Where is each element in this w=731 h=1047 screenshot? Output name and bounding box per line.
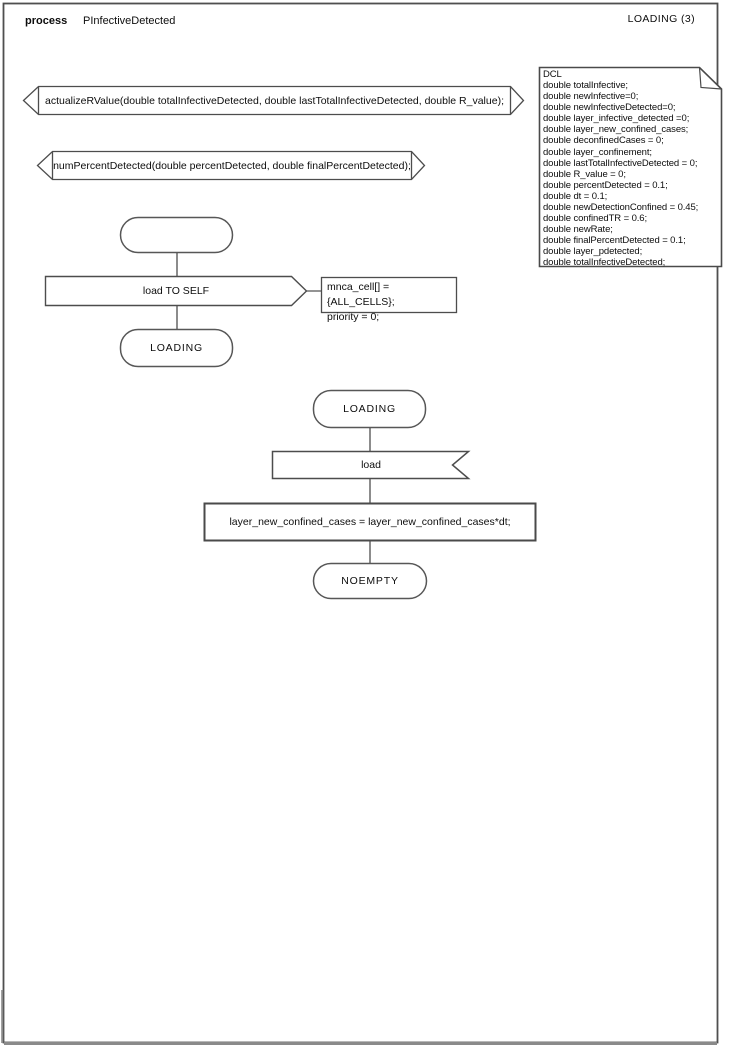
- start-state-shape: [119, 216, 234, 254]
- output-shape-load-to-self: [44, 275, 308, 307]
- state-shape-loading-2: [312, 389, 427, 429]
- declarations-note-shape: [538, 66, 723, 268]
- note-fold-corner: [698, 67, 722, 90]
- procedure-shape-numPercentDetected: [36, 150, 426, 181]
- output-params-box: [320, 276, 458, 314]
- state-shape-noempty: [312, 562, 428, 600]
- procedure-shape-actualizeRValue: [22, 85, 525, 116]
- state-shape-loading-1: [119, 328, 234, 368]
- input-shape-load: [271, 450, 471, 480]
- task-shape-confined-cases: [203, 502, 537, 542]
